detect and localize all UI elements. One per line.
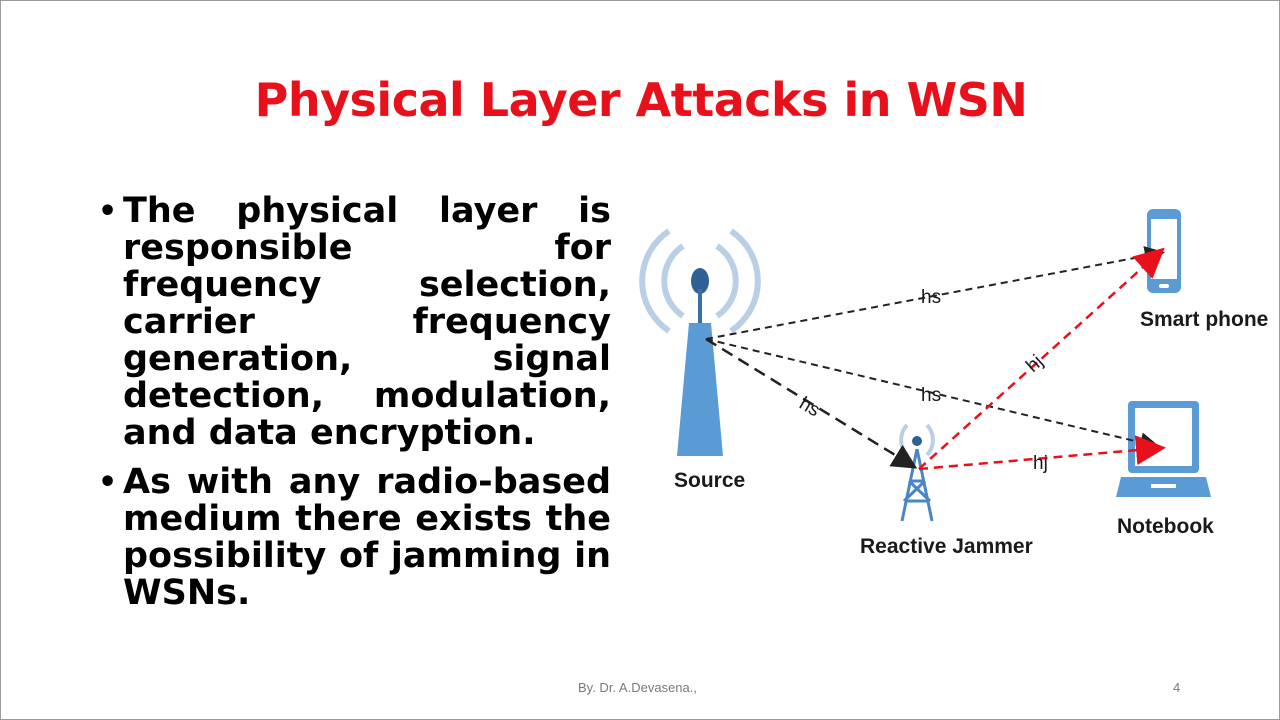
jamming-diagram: hs hs hs hj hj Source Reactive Jammer Sm…	[639, 209, 1268, 558]
jammer-label: Reactive Jammer	[860, 535, 1033, 558]
link-source-jammer	[705, 337, 918, 469]
channel-label: hs	[921, 385, 941, 406]
source-label: Source	[674, 469, 745, 492]
source-tower-icon	[639, 228, 761, 456]
notebook-icon	[1116, 401, 1211, 497]
notebook-label: Notebook	[1117, 515, 1214, 538]
link-jammer-notebook	[918, 435, 1166, 471]
slide-title: Physical Layer Attacks in WSN	[254, 73, 1028, 127]
page-number: 4	[1173, 680, 1181, 695]
bullet-item: As with any radio-based medium there exi…	[96, 464, 611, 612]
bullet-item: The physical layer is responsible for fr…	[96, 193, 611, 452]
channel-label: hs	[796, 393, 824, 421]
channel-label: hj	[1033, 453, 1048, 474]
footer-author: By. Dr. A.Devasena.,	[578, 680, 697, 695]
jammer-tower-icon	[899, 423, 935, 522]
channel-label: hs	[921, 287, 941, 308]
smartphone-label: Smart phone	[1140, 308, 1268, 331]
link-source-notebook	[705, 338, 1160, 453]
bullet-list: The physical layer is responsible for fr…	[96, 193, 611, 624]
smartphone-icon	[1147, 209, 1181, 293]
link-jammer-phone	[918, 247, 1165, 470]
link-source-phone	[705, 246, 1165, 340]
